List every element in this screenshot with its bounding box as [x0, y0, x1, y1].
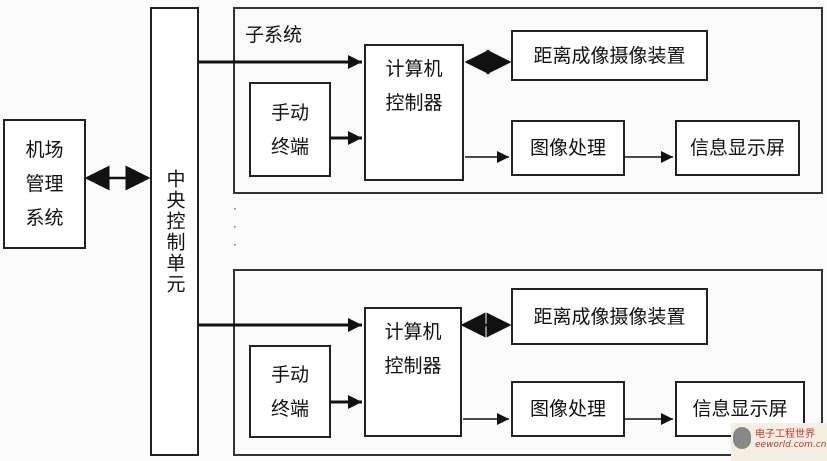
ellipsis: · · ·: [233, 202, 237, 252]
range-imaging-camera-2: 距离成像摄像装置: [511, 288, 708, 345]
info-display-1: 信息显示屏: [675, 120, 800, 176]
image-processing-1: 图像处理: [511, 120, 625, 176]
watermark-logo: 电子工程世界 eeworld.com.cn: [731, 423, 827, 461]
watermark-cn: 电子工程世界: [755, 429, 815, 440]
range-imaging-camera-1: 距离成像摄像装置: [511, 30, 708, 81]
airport-management-box: 机场 管理 系统: [3, 119, 86, 249]
central-control-label: 中央控制单元: [163, 168, 186, 295]
computer-controller-1: 计算机 控制器: [364, 44, 464, 181]
image-processing-2: 图像处理: [511, 381, 625, 437]
central-control-unit: 中央控制单元: [150, 7, 199, 456]
watermark-en: eeworld.com.cn: [755, 440, 827, 450]
computer-controller-2: 计算机 控制器: [364, 307, 462, 437]
manual-terminal-1: 手动 终端: [249, 82, 331, 177]
manual-terminal-2: 手动 终端: [249, 345, 331, 438]
eeworld-logo-icon: [733, 427, 751, 449]
subsystem-1-frame: [233, 7, 823, 194]
subsystem-1-title: 子系统: [245, 24, 303, 46]
subsystem-2-frame: [233, 269, 823, 456]
